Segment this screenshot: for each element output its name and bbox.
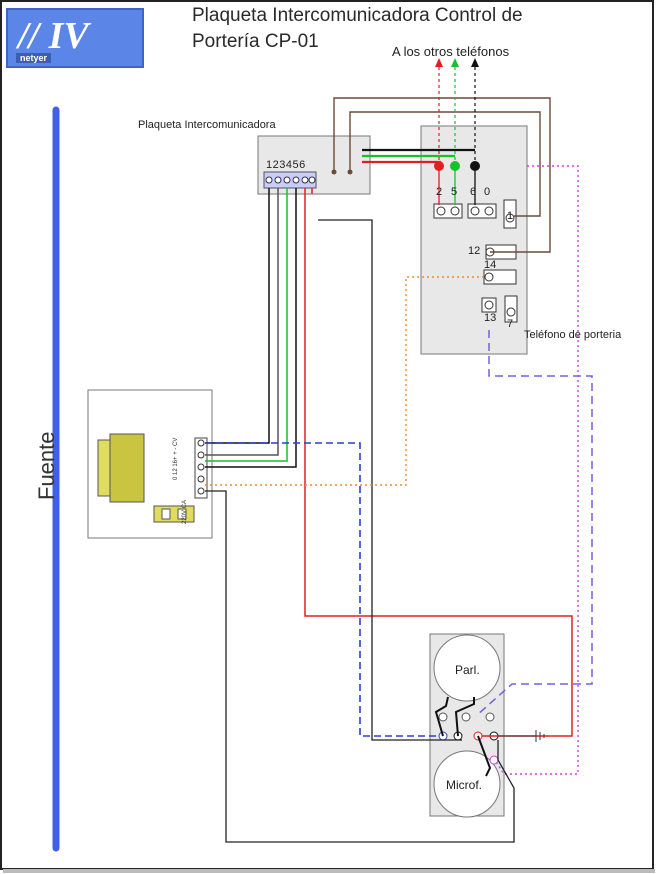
terminal-label-13: 13 — [484, 312, 497, 324]
phone-terminal-block-right — [467, 203, 497, 219]
terminal-label-0: 0 — [484, 186, 491, 198]
terminal-label-12: 12 — [468, 245, 481, 257]
logo-brand-text: netyer — [16, 53, 52, 63]
label-telefono: Teléfono de porteria — [524, 329, 622, 341]
fuse-holder — [153, 505, 195, 523]
porter-terminals — [438, 712, 499, 765]
phone-drop-wires — [438, 170, 476, 205]
terminal-label-7: 7 — [507, 318, 514, 330]
svg-text:// IV: // IV — [15, 15, 91, 57]
terminal-label-1: 1 — [507, 210, 514, 222]
label-microfono: Microf. — [446, 778, 482, 792]
transformer — [97, 433, 145, 503]
title-line-1: Plaqueta Intercomunicadora Control de — [192, 5, 523, 26]
black-bottom-wire — [205, 490, 515, 843]
dot-red — [434, 161, 444, 171]
orange-dotted-wire — [205, 276, 485, 486]
ground-symbol — [498, 730, 545, 742]
speaker-circle — [433, 634, 501, 702]
dot-green — [450, 161, 460, 171]
phone-terminal-block-left — [433, 203, 463, 219]
label-parlante: Parl. — [455, 663, 480, 677]
violet-dashed-wire — [475, 330, 593, 717]
title-line-2: Portería CP-01 — [192, 31, 319, 52]
svg-text:220V CA: 220V CA — [182, 500, 188, 524]
plaqueta-fuente-wires — [205, 188, 573, 737]
terminal-label-6: 6 — [470, 186, 477, 198]
speaker-leads — [434, 696, 492, 777]
fuente-terminal-block — [194, 437, 208, 499]
page-shadow — [3, 869, 655, 873]
dot-black — [470, 161, 480, 171]
microphone-circle — [433, 750, 501, 818]
svg-text:0 12 16+ + - CV: 0 12 16+ + - CV — [173, 438, 179, 480]
plaqueta-terminal-block — [263, 171, 317, 189]
blue-dashed-wire — [205, 442, 438, 737]
brown-wires — [333, 97, 551, 253]
label-fuente: Fuente — [34, 431, 59, 501]
terminal-label-5: 5 — [451, 186, 458, 198]
label-plaqueta-terminals: 123456 — [266, 159, 306, 171]
phone-line-wires — [362, 148, 475, 164]
black-wire-to-porter — [318, 219, 462, 741]
label-otros-telefonos: A los otros teléfonos — [392, 44, 510, 59]
netyer-logo: // IV netyer — [6, 8, 144, 68]
terminal-label-14: 14 — [484, 259, 497, 271]
label-plaqueta: Plaqueta Intercomunicadora — [138, 119, 276, 131]
terminal-label-2: 2 — [436, 186, 443, 198]
